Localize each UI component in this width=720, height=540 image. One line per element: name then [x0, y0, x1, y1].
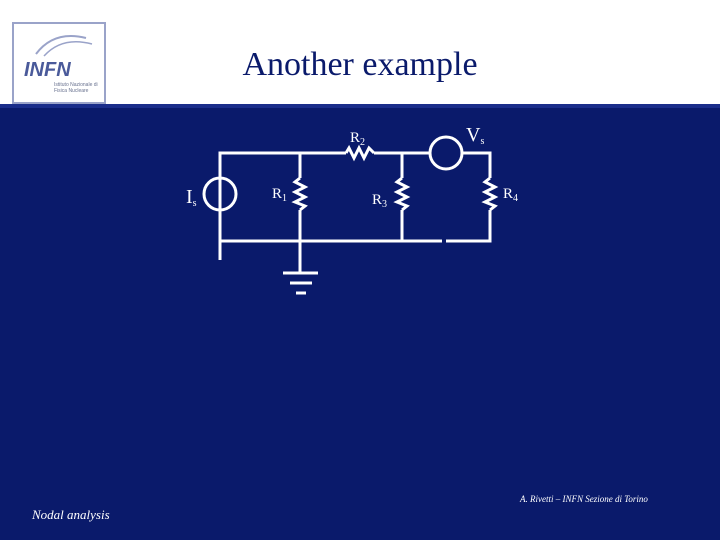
r3-resistor-icon: [393, 176, 411, 212]
infn-logo-graphic: INFN: [24, 35, 93, 81]
r2-label: R2: [350, 130, 366, 148]
vs-label: Vs: [466, 124, 485, 147]
r2-resistor-icon: [344, 144, 376, 162]
header-rule: [0, 104, 720, 108]
top-wire-right: [460, 151, 492, 178]
ground-icon: [283, 271, 318, 295]
r1-resistor-icon: [291, 176, 309, 212]
r1-label: R1: [272, 186, 288, 204]
infn-logo: INFN Istituto Nazionale di Fisica Nuclea…: [12, 22, 106, 104]
footer-topic: Nodal analysis: [32, 507, 110, 522]
circuit-diagram: [202, 135, 499, 295]
logo-text: INFN: [24, 59, 71, 81]
bottom-wire-right: [446, 210, 492, 243]
is-label: Is: [186, 186, 197, 209]
logo-subtitle: Istituto Nazionale di Fisica Nucleare: [54, 82, 98, 94]
header-bar: [0, 0, 720, 108]
r3-label: R3: [372, 192, 388, 210]
bottom-wire-left: [218, 239, 442, 260]
footer-author: A. Rivetti – INFN Sezione di Torino: [520, 494, 648, 504]
voltage-source-icon: [428, 135, 464, 171]
r4-label: R4: [503, 186, 519, 204]
slide-title: Another example: [242, 46, 478, 83]
top-wire-left: [218, 151, 346, 260]
r4-resistor-icon: [481, 176, 499, 212]
